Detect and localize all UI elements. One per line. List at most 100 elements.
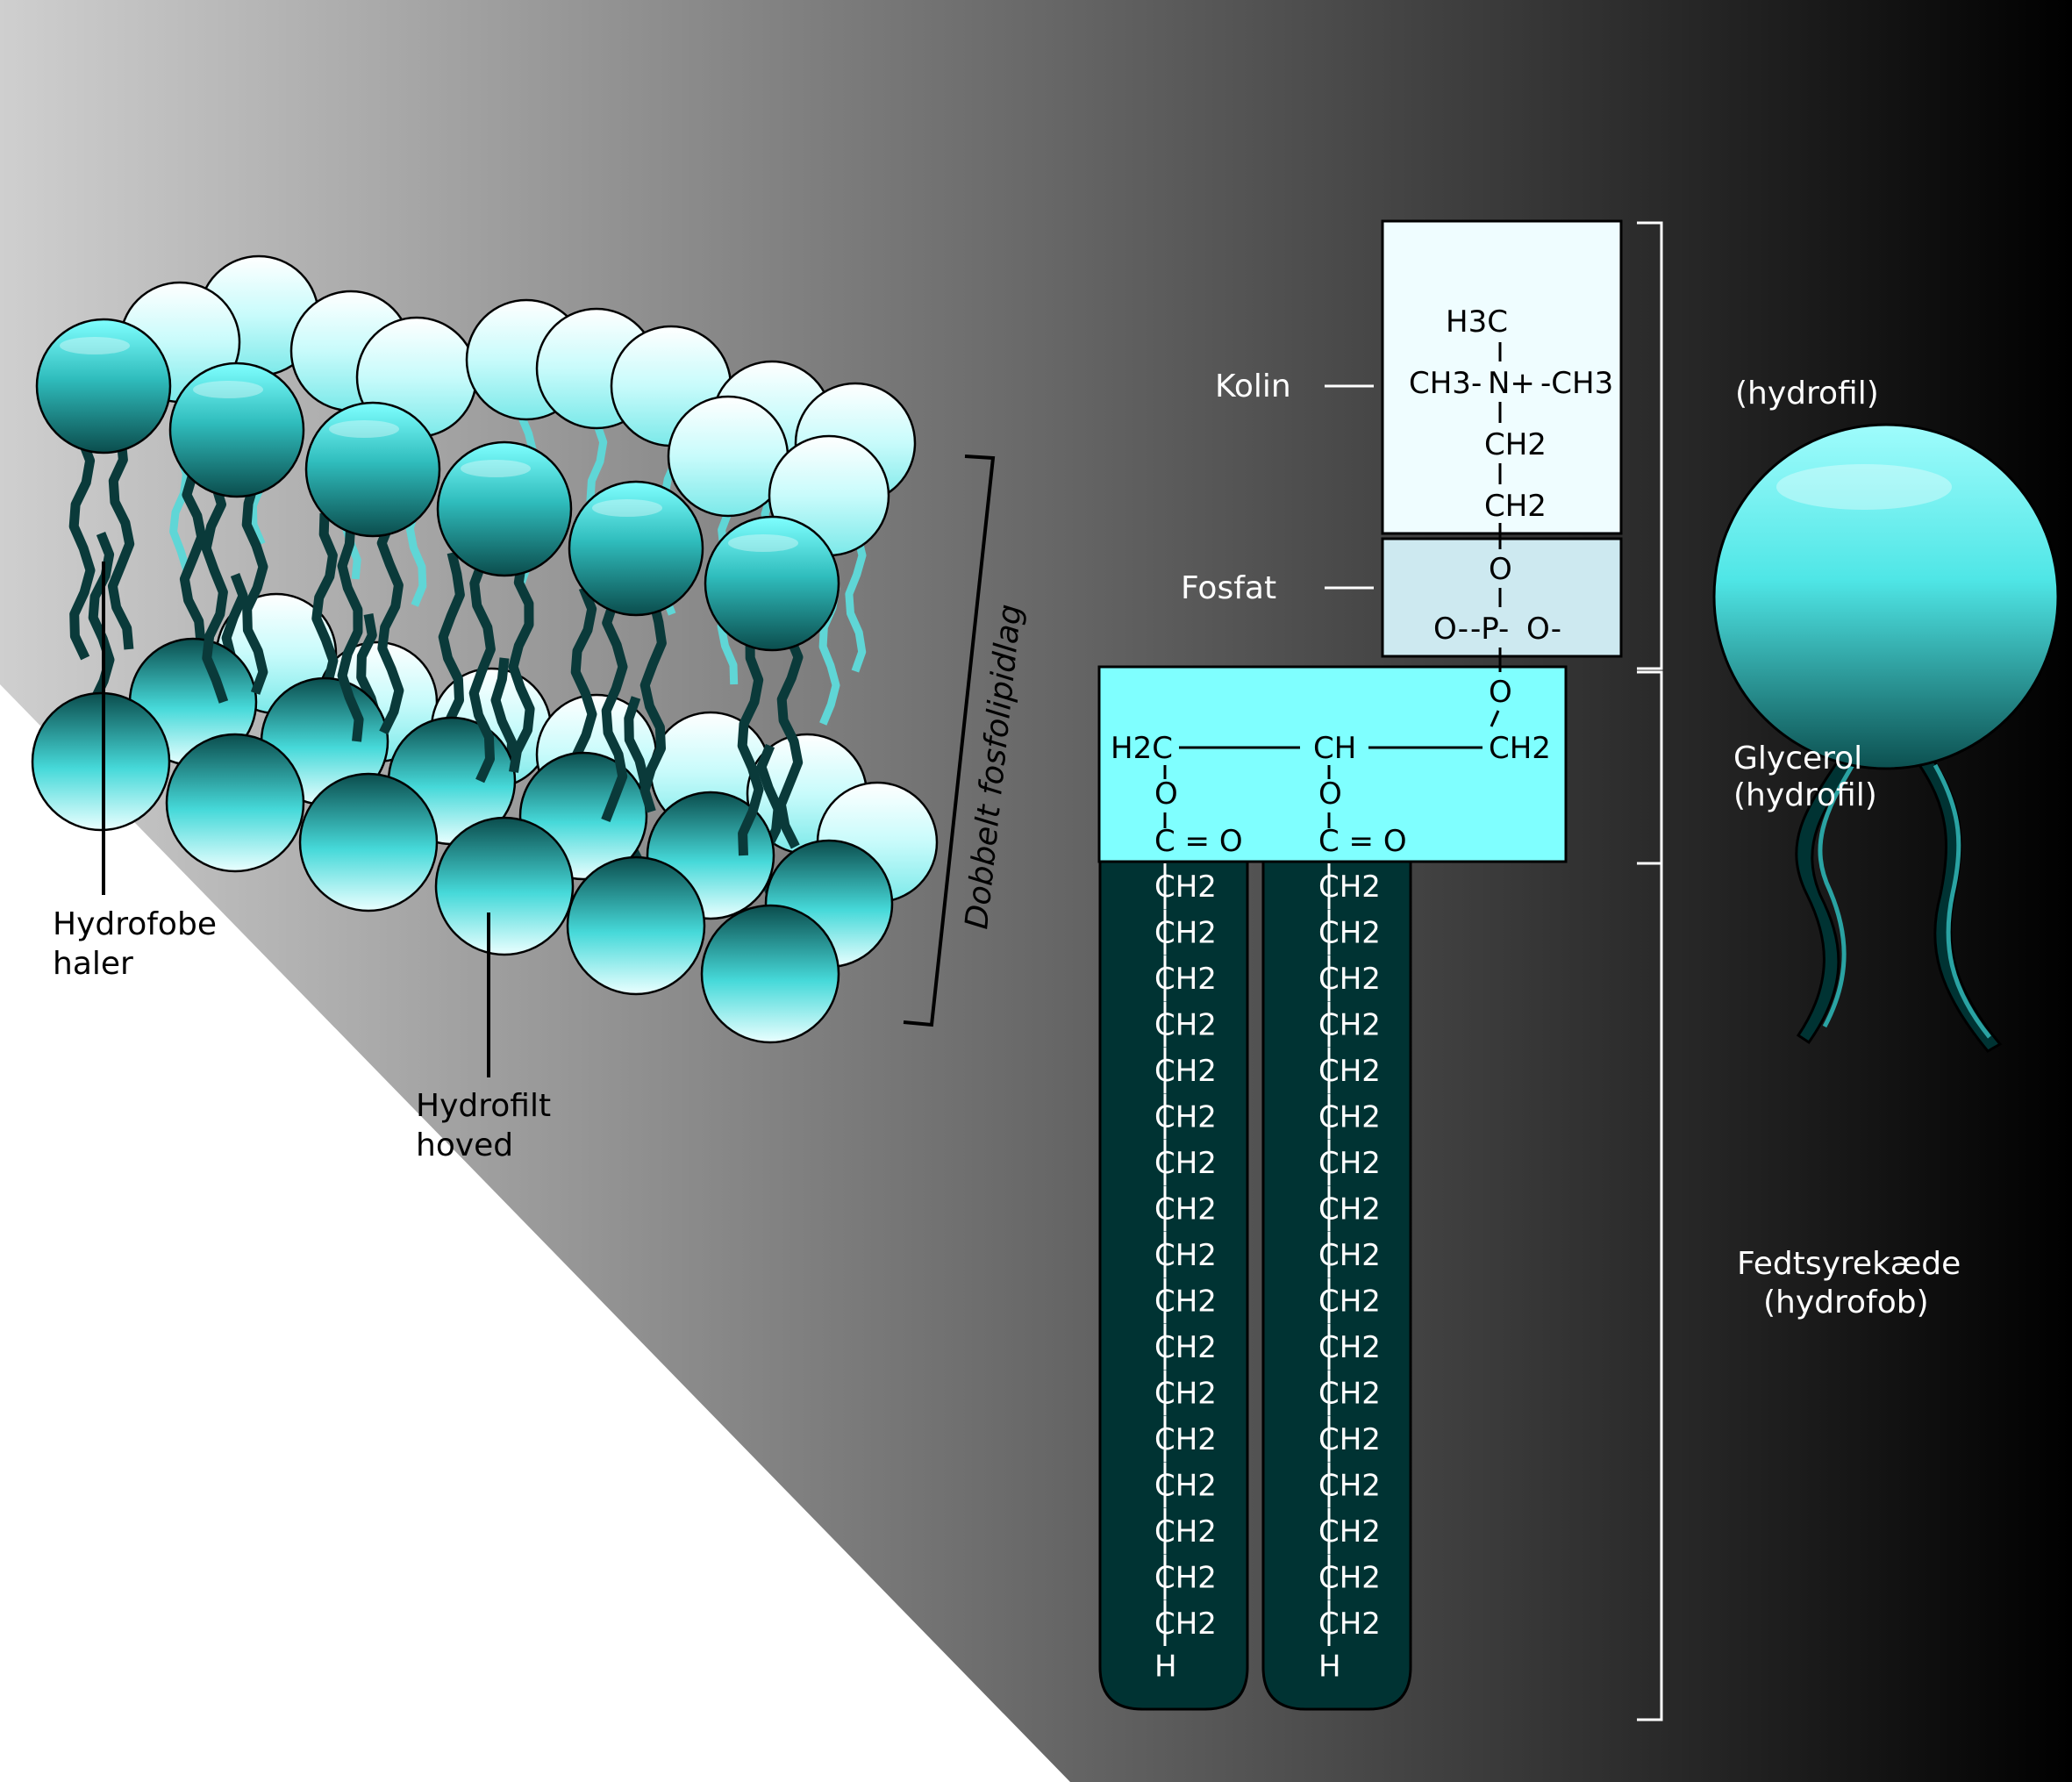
- lipid-tail: [468, 560, 496, 784]
- chain-unit: CH2: [1318, 1422, 1381, 1457]
- chain-unit: CH2: [1318, 1607, 1381, 1642]
- bracket-glycerol: [1637, 670, 1663, 863]
- fatty-acid-label-line2: (hydrofob): [1763, 1285, 1929, 1320]
- chain-unit: CH2: [1154, 1285, 1217, 1320]
- glycerol-label-line1: Glycerol: [1733, 741, 1862, 776]
- chain-terminal: H: [1318, 1650, 1341, 1685]
- chain-unit: CH2: [1318, 962, 1381, 997]
- chem-carbonyl-1: C = O: [1154, 824, 1243, 859]
- lipid-head-lower-front: [700, 904, 840, 1044]
- chain-unit: CH2: [1154, 1514, 1217, 1549]
- lipid-tail: [107, 438, 135, 650]
- bond: [1490, 710, 1500, 727]
- lipid-tail: [241, 481, 268, 695]
- head-label-line2: hoved: [416, 1127, 513, 1163]
- lipid-head-lower-front: [165, 733, 305, 873]
- chain-unit: CH2: [1154, 1607, 1217, 1642]
- chem-ch3-right: -CH3: [1540, 366, 1613, 401]
- lipid-head-shine: [193, 381, 263, 398]
- chain-unit: CH2: [1154, 1238, 1217, 1273]
- fatty-acid-chain-1: [1098, 858, 1249, 1711]
- chain-unit: CH2: [1154, 1377, 1217, 1412]
- chain-unit: CH2: [1154, 1146, 1217, 1181]
- lipid-head-shine: [728, 534, 798, 552]
- chem-o-link: O: [1489, 675, 1512, 710]
- chain-unit: CH2: [1318, 916, 1381, 951]
- big-head: [1712, 423, 2060, 770]
- big-tail-right-highlight: [1933, 763, 1991, 1039]
- chain-unit: CH2: [1154, 1330, 1217, 1365]
- lipid-head-upper: [304, 401, 441, 538]
- big-tail-left-highlight: [1818, 763, 1855, 1028]
- chem-h2c: H2C: [1111, 731, 1173, 766]
- chem-ch2-upper: CH2: [1484, 427, 1547, 462]
- lipid-head-shine: [329, 420, 399, 438]
- big-tail-left: [1795, 753, 1861, 1045]
- chain-unit: CH2: [1154, 1192, 1217, 1227]
- chain-unit: CH2: [1154, 1422, 1217, 1457]
- background-white-wedge: [0, 684, 1070, 1782]
- lipid-head-lower-front: [434, 816, 575, 956]
- glycerol-label-line2: (hydrofil): [1733, 777, 1877, 813]
- chain-unit: CH2: [1154, 1054, 1217, 1089]
- head-label-line1: Hydrofilt: [416, 1088, 551, 1124]
- lipid-head-shine: [592, 499, 662, 517]
- symbolic-phospholipid: [1712, 423, 2060, 1053]
- chain-unit: CH2: [1154, 1469, 1217, 1504]
- choline-box: [1381, 219, 1623, 535]
- chain-unit: CH2: [1318, 1561, 1381, 1596]
- chain-unit: CH2: [1318, 1054, 1381, 1089]
- chain-unit: CH2: [1154, 870, 1217, 905]
- chem-ch3-left: CH3-: [1409, 366, 1482, 401]
- chem-ch2-lower: CH2: [1484, 489, 1547, 524]
- chem-n-plus: N+: [1488, 366, 1535, 401]
- bilayer-illustration: [31, 254, 939, 1044]
- chain-unit: CH2: [1154, 1100, 1217, 1135]
- lipid-head-shine: [461, 460, 531, 477]
- glycerol-box: [1097, 665, 1568, 863]
- tails-label-line2: haler: [53, 946, 133, 982]
- chem-o-top: O: [1489, 552, 1512, 587]
- chem-o-minus-right: O-: [1526, 612, 1561, 647]
- lipid-head-upper: [704, 515, 840, 652]
- lipid-head-upper: [168, 361, 305, 498]
- hydrophilic-label: (hydrofil): [1735, 376, 1879, 412]
- bracket-chain: [1637, 862, 1663, 1721]
- chain-unit: CH2: [1318, 1469, 1381, 1504]
- chem-carbonyl-2: C = O: [1318, 824, 1407, 859]
- chain-unit: CH2: [1154, 1561, 1217, 1596]
- fatty-acid-label-line1: Fedtsyrekæde: [1737, 1246, 1961, 1282]
- chem-ester-o-2: O: [1318, 776, 1342, 812]
- lipid-tail: [775, 633, 804, 849]
- chain-unit: CH2: [1318, 1100, 1381, 1135]
- phosphate-label: Fosfat: [1181, 570, 1276, 606]
- chem-ester-o-1: O: [1154, 776, 1178, 812]
- lipid-head-shine: [60, 337, 130, 354]
- lipid-tail: [68, 437, 96, 661]
- lipid-tail: [337, 521, 364, 742]
- lipid-head-lower-front: [31, 691, 171, 832]
- lipid-head-upper: [568, 480, 704, 617]
- chain-unit: CH2: [1318, 1238, 1381, 1273]
- big-head-shine: [1776, 464, 1952, 510]
- chain-unit: CH2: [1154, 916, 1217, 951]
- bilayer-bracket: [903, 454, 996, 1027]
- lipid-tail: [508, 561, 535, 773]
- chain-unit: CH2: [1318, 1008, 1381, 1043]
- lipid-tail: [376, 519, 404, 735]
- chain-unit: CH2: [1318, 870, 1381, 905]
- chain-terminal: H: [1154, 1650, 1177, 1685]
- chain-unit: CH2: [1318, 1146, 1381, 1181]
- chain-unit: CH2: [1318, 1514, 1381, 1549]
- chem-ch: CH: [1313, 731, 1356, 766]
- chain-unit: CH2: [1154, 962, 1217, 997]
- phosphate-box: [1381, 537, 1623, 658]
- lipid-tail: [601, 599, 628, 822]
- lipid-head-lower-front: [298, 772, 439, 912]
- lipid-head-upper: [436, 440, 573, 577]
- lipid-tail: [737, 635, 764, 856]
- chain-unit: CH2: [1318, 1285, 1381, 1320]
- lipid-head-upper: [35, 318, 172, 454]
- tails-label-line1: Hydrofobe: [53, 906, 217, 942]
